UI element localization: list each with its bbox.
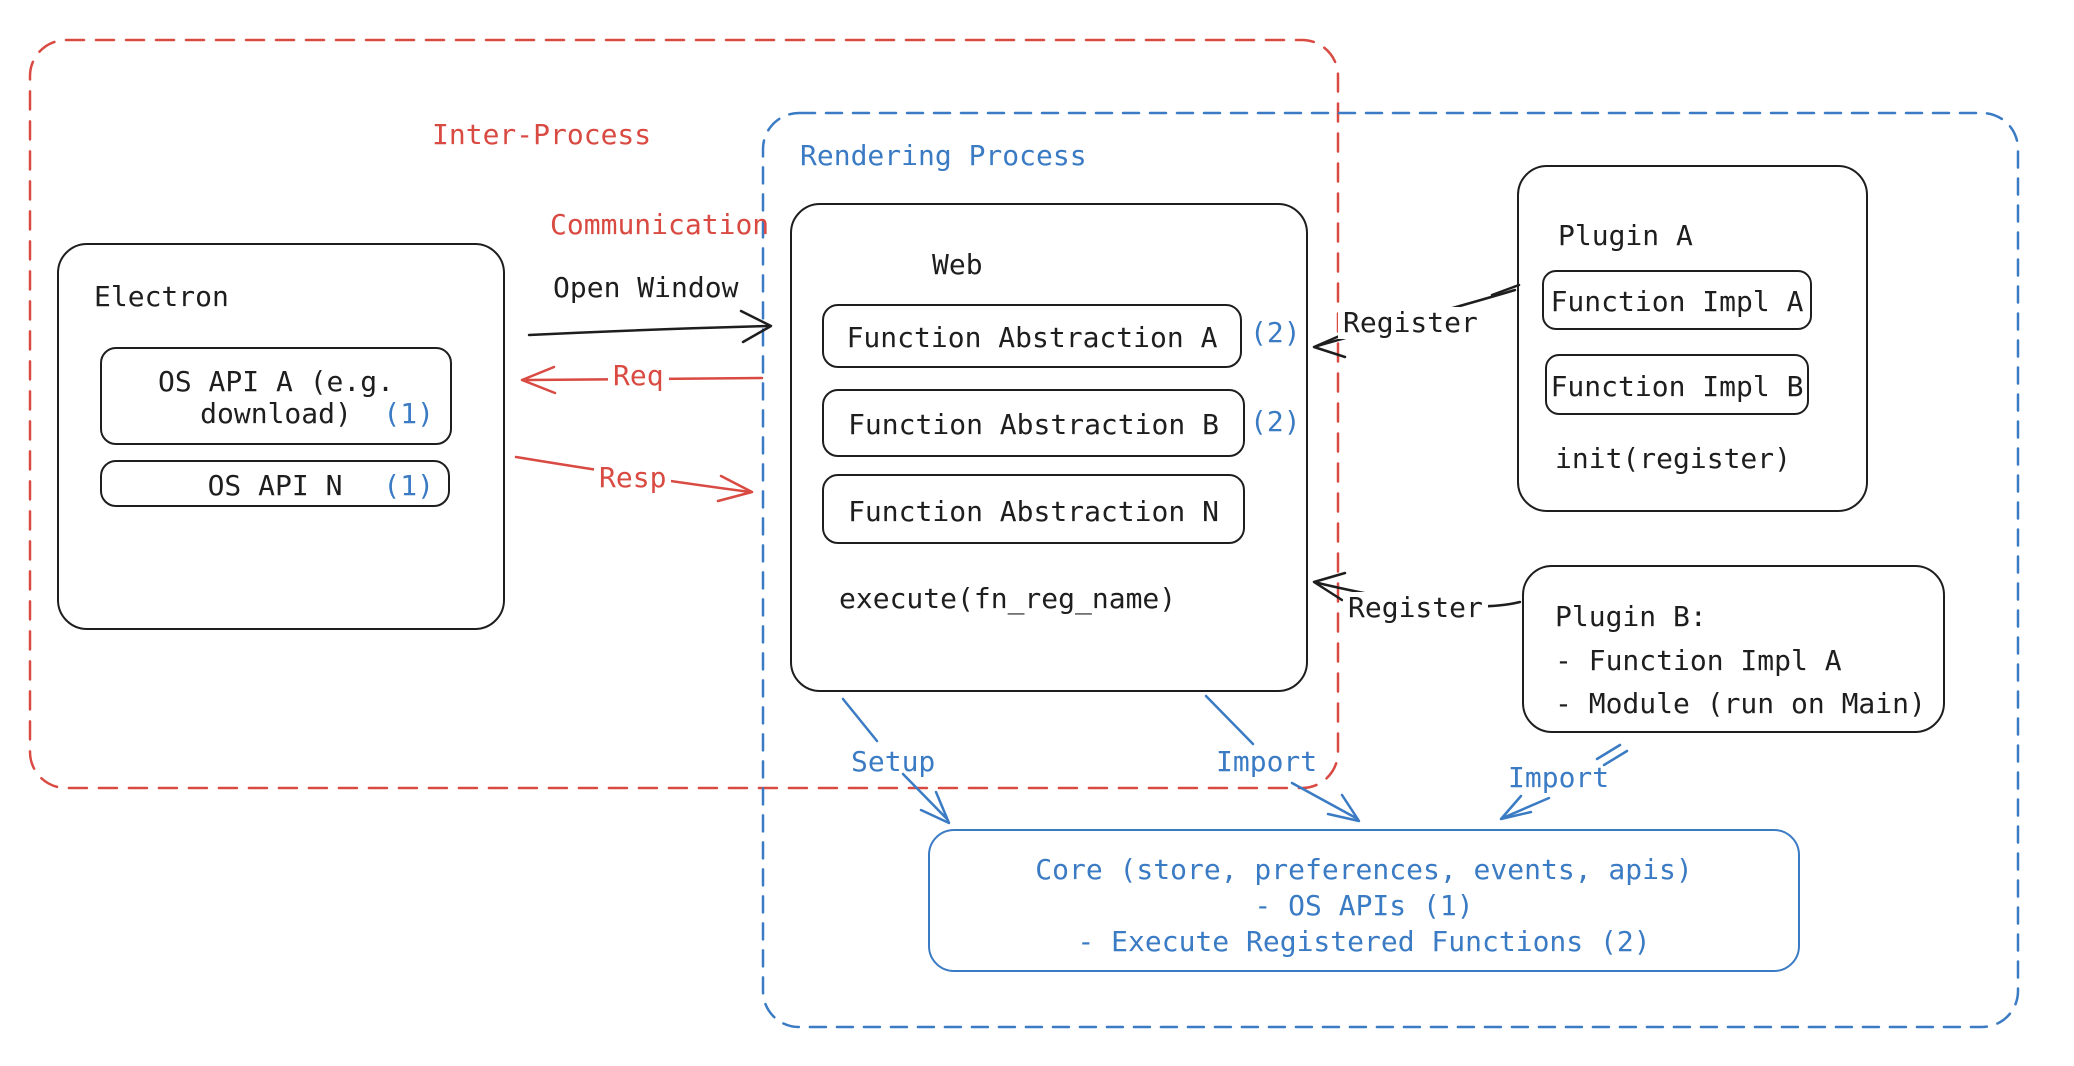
plugin-a-box: Plugin A Function Impl A Function Impl B… xyxy=(1517,165,1868,512)
web-box: Web Function Abstraction A (2) Function … xyxy=(790,203,1308,692)
setup-label: Setup xyxy=(851,745,936,778)
function-abstraction-b-label: Function Abstraction B xyxy=(848,408,1219,441)
import-web-arrow-head xyxy=(1326,793,1361,823)
function-impl-a-label: Function Impl A xyxy=(1550,285,1804,318)
open-window-arrow-head xyxy=(739,309,773,344)
ipc-group-label: Inter-Process Communication xyxy=(432,112,769,247)
core-line3: - Execute Registered Functions (2) xyxy=(1077,925,1651,958)
function-impl-b-label: Function Impl B xyxy=(1550,370,1804,403)
plugin-b-item-1: - Function Impl A xyxy=(1555,644,1842,677)
open-window-label: Open Window xyxy=(553,271,739,304)
os-api-a-box: OS API A (e.g. download) (1) xyxy=(100,347,452,445)
function-impl-b-box: Function Impl B xyxy=(1545,354,1809,415)
core-line1: Core (store, preferences, events, apis) xyxy=(1035,853,1693,886)
resp-label: Resp xyxy=(594,462,672,494)
core-box: Core (store, preferences, events, apis)-… xyxy=(928,829,1800,972)
register-plugin-a-arrow-tail-tick xyxy=(1490,283,1521,297)
os-api-n-badge: (1) xyxy=(383,469,434,502)
function-abstraction-a-badge: (2) xyxy=(1250,316,1301,349)
ipc-group-label-line1: Inter-Process xyxy=(432,118,652,151)
setup-arrow-head xyxy=(919,790,951,825)
setup-arrow-segment-1 xyxy=(841,697,879,743)
plugin-b-item-2: - Module (run on Main) xyxy=(1555,687,1926,720)
import-plugin-b-label: Import xyxy=(1508,761,1610,794)
electron-title: Electron xyxy=(94,280,229,313)
import-web-label: Import xyxy=(1216,745,1318,778)
function-abstraction-n-label: Function Abstraction N xyxy=(848,495,1219,528)
electron-box: Electron OS API A (e.g. download) (1) OS… xyxy=(57,243,505,630)
execute-label: execute(fn_reg_name) xyxy=(839,582,1177,615)
import-plugin-b-arrow-head xyxy=(1499,794,1533,821)
core-text: Core (store, preferences, events, apis)-… xyxy=(930,852,1798,960)
function-abstraction-a-box: Function Abstraction A xyxy=(822,304,1242,368)
os-api-n-box: OS API N (1) xyxy=(100,460,450,507)
register-plugin-b-arrow-head xyxy=(1312,571,1347,602)
plugin-b-box: Plugin B: - Function Impl A - Module (ru… xyxy=(1522,565,1945,733)
import-web-arrow-segment-1 xyxy=(1204,694,1255,746)
init-register-label: init(register) xyxy=(1555,442,1792,475)
function-abstraction-b-badge: (2) xyxy=(1250,405,1301,438)
plugin-a-title: Plugin A xyxy=(1558,219,1693,252)
setup-arrow-segment-2 xyxy=(901,772,949,821)
import-web-arrow-segment-2 xyxy=(1290,781,1358,820)
function-abstraction-b-box: Function Abstraction B xyxy=(822,389,1245,457)
function-abstraction-n-box: Function Abstraction N xyxy=(822,474,1245,544)
function-impl-a-box: Function Impl A xyxy=(1542,270,1812,330)
open-window-arrow-line xyxy=(527,324,770,337)
register-plugin-b-label: Register xyxy=(1343,592,1488,624)
register-plugin-a-label: Register xyxy=(1338,307,1483,339)
plugin-b-title: Plugin B: xyxy=(1555,600,1707,633)
req-arrow-head xyxy=(520,365,557,395)
resp-arrow-head xyxy=(716,474,754,503)
req-label: Req xyxy=(608,360,669,392)
rendering-group-label: Rendering Process xyxy=(800,139,1087,172)
import-plugin-b-arrow-segment xyxy=(1503,796,1551,819)
ipc-group-label-line2: Communication xyxy=(550,208,770,241)
function-abstraction-a-label: Function Abstraction A xyxy=(846,321,1218,354)
os-api-a-label-line1: OS API A (e.g. xyxy=(157,365,394,398)
web-title: Web xyxy=(932,248,983,281)
os-api-a-badge: (1) xyxy=(383,397,434,430)
core-line2: - OS APIs (1) xyxy=(1254,889,1474,922)
